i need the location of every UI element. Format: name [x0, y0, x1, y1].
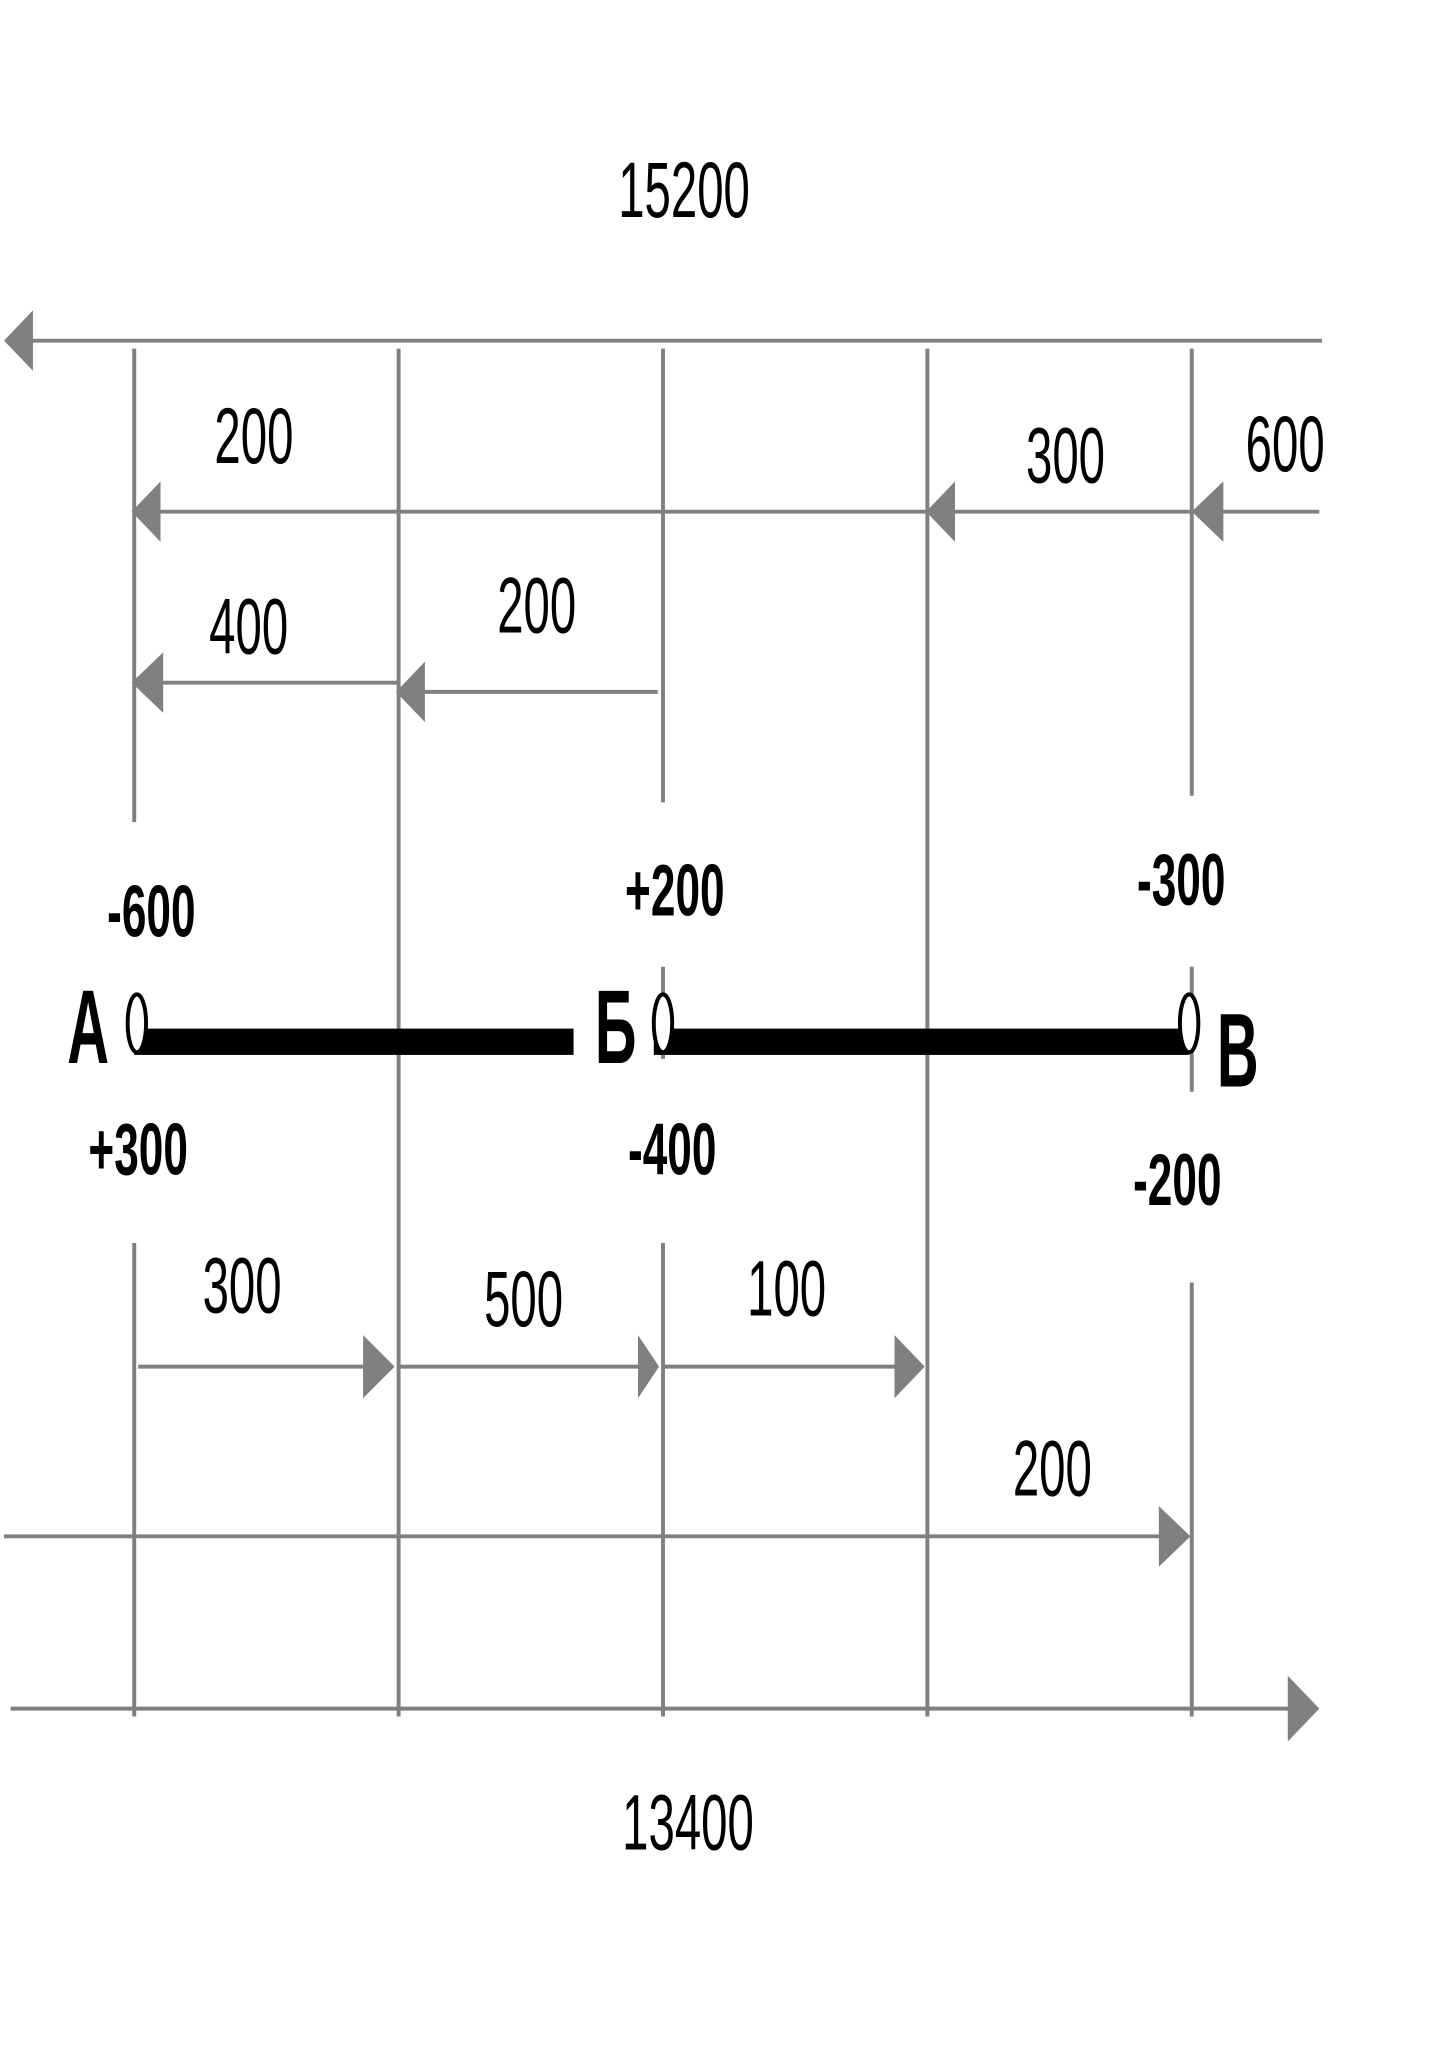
joint-a	[125, 992, 149, 1055]
arrowhead-left	[131, 652, 164, 713]
node-value: -400	[628, 1108, 716, 1190]
arrowhead-left	[131, 481, 161, 542]
top-total-label: 15200	[618, 145, 750, 234]
arrowhead-left	[1191, 481, 1224, 542]
arrowhead-right	[363, 1335, 395, 1399]
bottom-flow-label: 300	[203, 1241, 282, 1330]
joint-b	[651, 992, 675, 1055]
bottom-flow-label: 200	[1013, 1424, 1092, 1513]
node-value: +300	[88, 1108, 188, 1190]
arrowhead-right	[1287, 1675, 1320, 1742]
top-flow-label: 200	[214, 391, 293, 480]
top-flow-label: 600	[1246, 399, 1325, 488]
node-value: -600	[107, 870, 195, 952]
bottom-total-label: 13400	[622, 1778, 754, 1867]
node-value: -200	[1133, 1138, 1221, 1220]
member-bv	[653, 1028, 1190, 1055]
bottom-flow-label: 100	[747, 1244, 826, 1333]
arrowhead-left	[926, 481, 956, 542]
node-label-v: В	[1217, 991, 1259, 1109]
joint-v	[1177, 992, 1201, 1055]
arrowhead-left	[4, 310, 33, 371]
arrowhead-right	[894, 1335, 925, 1399]
arrowhead-right	[638, 1335, 660, 1399]
top-flow-label: 400	[209, 582, 288, 671]
node-label-a: А	[67, 967, 109, 1085]
node-value: +200	[625, 849, 725, 931]
arrowhead-left	[395, 661, 425, 723]
arrowhead-right	[1158, 1506, 1191, 1567]
node-label-b: Б	[595, 967, 637, 1085]
bottom-flow-label: 500	[484, 1254, 563, 1343]
top-flow-label: 300	[1026, 411, 1105, 500]
top-flow-label: 200	[497, 561, 576, 650]
member-ab	[134, 1028, 574, 1055]
node-value: -300	[1137, 838, 1225, 920]
